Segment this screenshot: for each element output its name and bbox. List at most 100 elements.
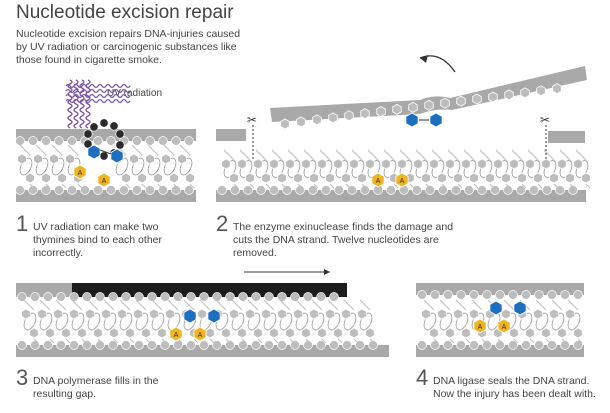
adenine-letter: A [376,178,381,185]
base-nucleotide [17,153,27,165]
base-nucleotide [85,308,95,320]
backbone-sugar [534,290,544,300]
backbone-sugar [238,340,248,350]
adenine-letter: A [478,324,483,331]
nucleotide-link [399,149,411,161]
backbone-sugar [329,340,339,350]
base-nucleotide [357,172,367,184]
base-nucleotide [325,172,335,184]
base-nucleotide [344,110,354,122]
nucleotide-link [351,149,363,161]
base-nucleotide [277,308,287,320]
base-nucleotide [520,87,530,99]
nucleotide-ring [167,312,181,331]
base-nucleotide [477,158,487,170]
base-nucleotide [504,89,514,101]
backbone-sugar [495,290,505,300]
nucleotide-link [119,299,131,311]
enzyme-bead [99,118,109,128]
uv-radiation-label: UV radiation [107,88,163,99]
backbone-sugar [573,290,583,300]
intro-line: by UV radiation or carcinogenic substanc… [16,41,237,53]
page-title: Nucleotide excision repair [16,2,234,23]
backbone-sugar [106,136,116,146]
nucleotide-link [449,338,455,344]
base-nucleotide [525,158,535,170]
nucleotide-link [567,299,579,311]
backbone-sugar [277,340,287,350]
base-nucleotide [581,172,591,184]
thymine-base [87,144,101,160]
base-nucleotide [397,158,407,170]
nucleotide-link [481,338,487,344]
nucleotide-link [527,149,539,161]
base-nucleotide [125,327,135,339]
backbone-sugar [425,185,435,195]
nucleotide-link [495,149,507,161]
base-nucleotide [21,308,31,320]
base-nucleotide [129,153,139,165]
base-nucleotide [317,158,327,170]
nucleotide-link [141,183,147,189]
base-nucleotide [341,308,351,320]
step-line: incorrectly. [33,247,83,259]
intro-line: Nucleotide excision repairs DNA-injuries… [16,28,241,40]
nucleotide-link [49,338,55,344]
base-nucleotide [285,327,295,339]
nucleotide-ring [439,312,453,331]
step-line: cuts the DNA strand. Twelve nucleotides … [233,234,439,246]
base-nucleotide [177,153,187,165]
base-nucleotide [488,91,498,103]
nucleotide-link [35,144,47,156]
base-nucleotide [365,158,375,170]
backbone-sugar [212,340,222,350]
nucleotide-link [81,338,87,344]
nucleotide-ring [131,157,145,176]
backbone-sugar [482,340,492,350]
nucleotide-link [129,338,135,344]
scissors-icon: ✂ [540,113,550,127]
step-number: 1 [16,211,29,236]
nucleotide-link [145,338,151,344]
adenine-letter: A [502,324,507,331]
adenine-base [193,326,207,342]
nucleotide-link [257,338,263,344]
backbone-sugar [173,340,183,350]
backbone-sugar [269,185,279,195]
nucleotide-link [561,338,567,344]
nucleotide-link [545,338,551,344]
nucleotide-link [77,183,83,189]
nucleotide-link [457,183,463,189]
nucleotide-link [273,338,279,344]
base-nucleotide [413,158,423,170]
backbone-sugar [464,185,474,195]
enzyme-bead [83,129,93,139]
nucleotide-link [551,299,563,311]
nucleotide-ring [35,157,49,176]
nucleotide-ring [103,312,117,331]
step-line: thymines bind to each other [33,234,162,246]
step-number: 4 [416,365,429,390]
thymine-base [207,308,221,324]
nucleotide-link [265,183,271,189]
enzyme-bead [115,129,125,139]
backbone-sugar [430,340,440,350]
nucleotide-ring [327,312,341,331]
nucleotide-link [359,299,371,311]
backbone-sugar [119,185,129,195]
base-nucleotide [573,158,583,170]
enzyme-bead [99,151,109,161]
backbone-sugar [230,185,240,195]
nucleotide-link [183,299,195,311]
base-nucleotide [493,158,503,170]
nucleotide-link [103,299,115,311]
base-nucleotide [312,114,322,126]
backbone-sugar [56,340,66,350]
backbone-sugar [82,292,92,302]
nucleotide-ring [311,312,325,331]
step-number: 2 [216,211,229,236]
nucleotide-ring [359,312,373,331]
backbone-sugar [508,290,518,300]
nucleotide-link [321,338,327,344]
nucleotide-link [465,338,471,344]
